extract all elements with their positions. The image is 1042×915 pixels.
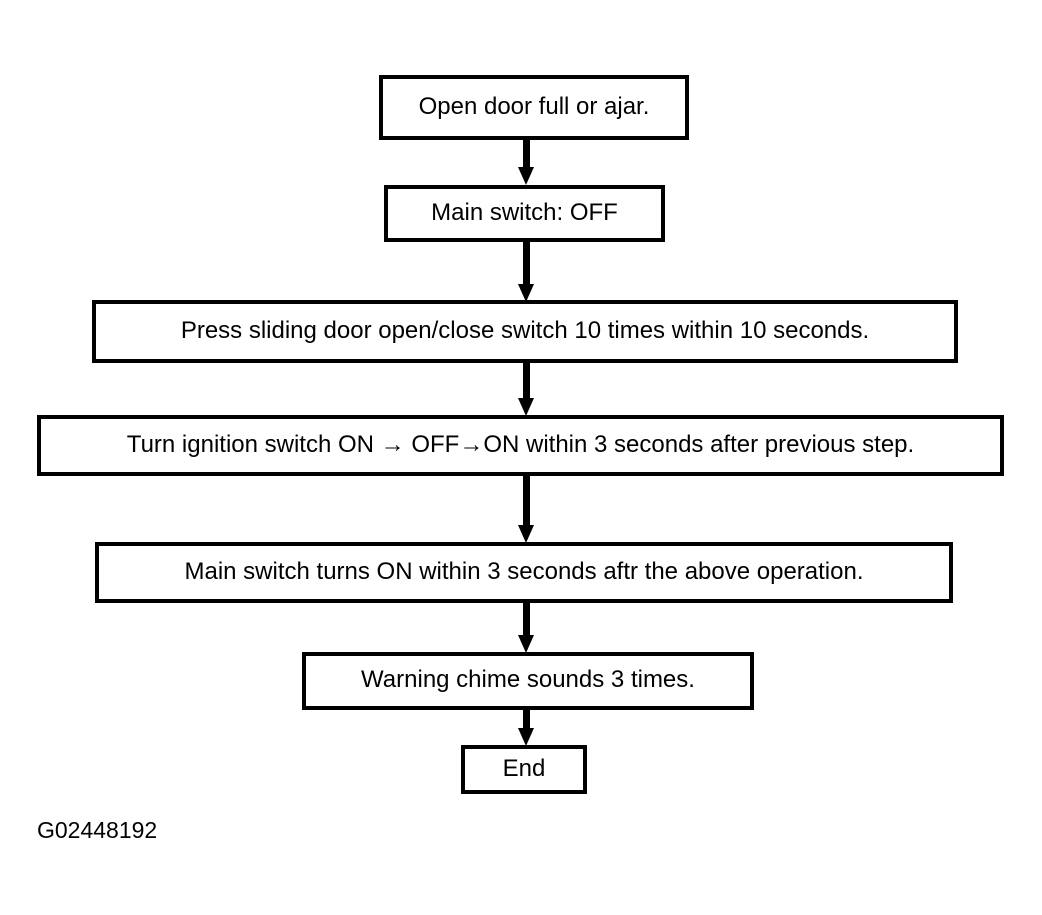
connector-shaft bbox=[523, 603, 530, 636]
connector-shaft bbox=[523, 710, 530, 729]
flow-node-main-switch-on: Main switch turns ON within 3 seconds af… bbox=[95, 542, 953, 603]
connector-arrow-6 bbox=[518, 710, 534, 746]
flow-node-chime: Warning chime sounds 3 times. bbox=[302, 652, 754, 710]
flow-node-end: End bbox=[461, 745, 587, 794]
flow-node-open-door: Open door full or ajar. bbox=[379, 75, 689, 140]
figure-caption: G02448192 bbox=[37, 817, 158, 843]
connector-arrowhead bbox=[518, 398, 534, 416]
connector-arrow-3 bbox=[518, 363, 534, 416]
flow-node-label: Main switch turns ON within 3 seconds af… bbox=[184, 557, 864, 585]
flow-node-ignition: Turn ignition switch ON → OFF→ON within … bbox=[37, 415, 1004, 476]
connector-arrowhead bbox=[518, 525, 534, 543]
connector-arrowhead bbox=[518, 635, 534, 653]
connector-shaft bbox=[523, 363, 530, 399]
connector-arrow-4 bbox=[518, 476, 534, 543]
flow-node-label: Warning chime sounds 3 times. bbox=[361, 666, 695, 693]
connector-arrow-2 bbox=[518, 242, 534, 302]
connector-shaft bbox=[523, 476, 530, 526]
connector-shaft bbox=[523, 242, 530, 285]
flow-node-label: Open door full or ajar. bbox=[418, 92, 650, 120]
connector-arrow-5 bbox=[518, 603, 534, 653]
flow-node-label: Press sliding door open/close switch 10 … bbox=[180, 316, 870, 344]
connector-arrow-1 bbox=[518, 140, 534, 185]
flow-node-main-switch-off: Main switch: OFF bbox=[384, 185, 665, 242]
flow-node-label: Main switch: OFF bbox=[431, 198, 618, 226]
flow-node-label: Turn ignition switch ON → OFF→ON within … bbox=[126, 430, 915, 458]
connector-arrowhead bbox=[518, 728, 534, 746]
connector-shaft bbox=[523, 140, 530, 168]
flow-node-press-switch: Press sliding door open/close switch 10 … bbox=[92, 300, 958, 363]
connector-arrowhead bbox=[518, 284, 534, 302]
connector-arrowhead bbox=[518, 167, 534, 185]
flow-node-label: End bbox=[502, 754, 546, 782]
